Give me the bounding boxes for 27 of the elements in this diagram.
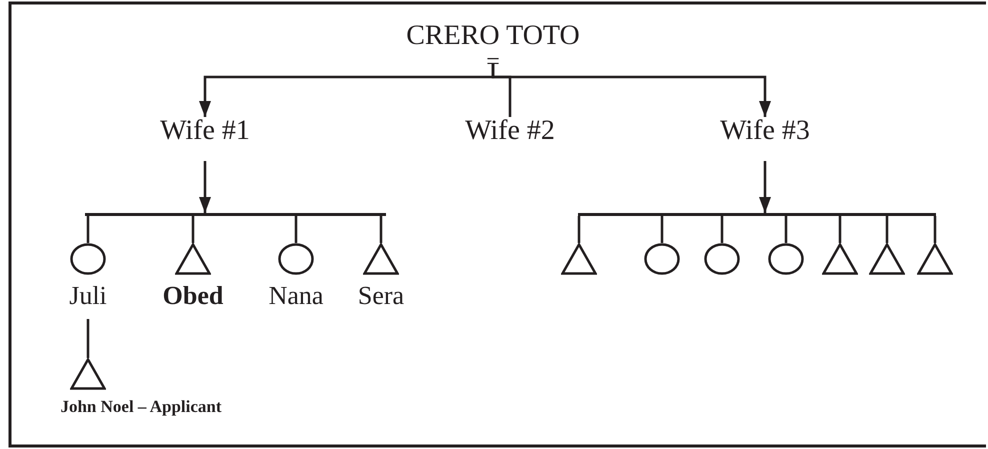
descent-line [720, 216, 724, 243]
sibling-bar [84, 213, 386, 216]
descent-line [784, 216, 788, 243]
person-name: Wife #1 [160, 117, 250, 145]
descent-line [578, 216, 580, 243]
person-name: Wife #2 [465, 117, 555, 145]
descent-line [86, 319, 90, 358]
sibling-bar [578, 213, 936, 216]
descent-line [934, 216, 936, 243]
descent-line [294, 216, 298, 243]
descent-line [86, 216, 90, 243]
person-name: Obed [162, 283, 224, 309]
person-name: Wife #3 [720, 117, 810, 145]
descent-line [192, 216, 194, 243]
descent-line [838, 216, 842, 243]
person-name: Sera [356, 283, 406, 309]
person-name: John Noel – Applicant [59, 398, 223, 415]
arrow [492, 64, 771, 117]
person-name: CRERO TOTO [406, 22, 580, 50]
descent-line [886, 216, 888, 243]
arrow [759, 161, 771, 213]
person-name: Nana [268, 283, 324, 309]
arrow [199, 161, 211, 213]
descent-line [380, 216, 382, 243]
descent-line [660, 216, 664, 243]
person-name: Juli [68, 283, 108, 309]
marriage-sign: = [486, 50, 500, 74]
